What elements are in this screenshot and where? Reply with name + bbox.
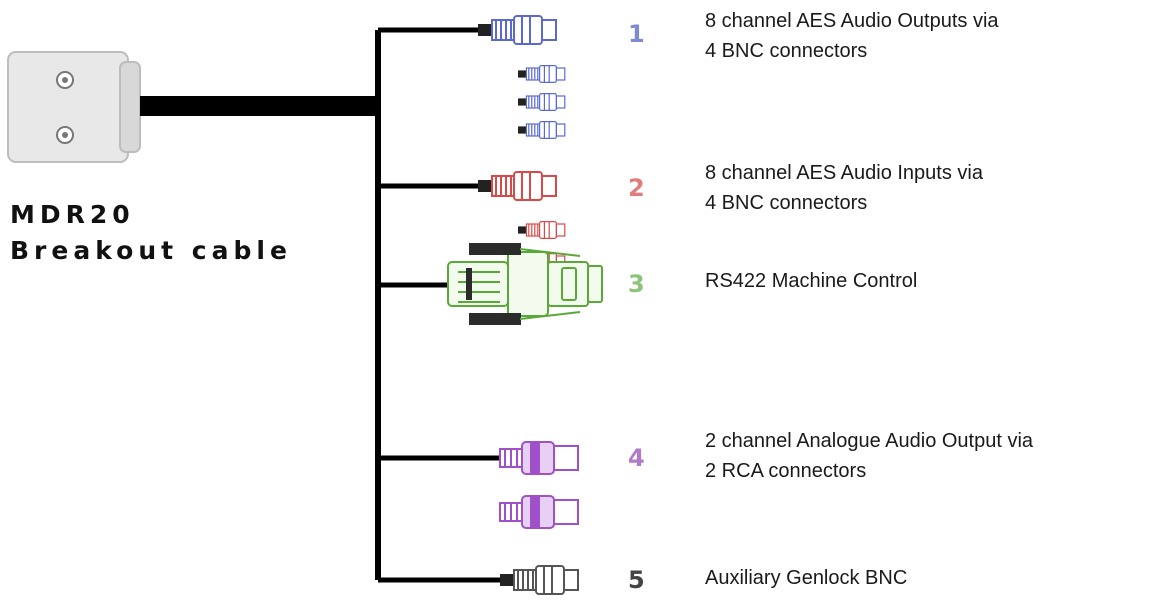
rs422-connector-icon xyxy=(447,243,603,325)
branch-desc-2-line1: 8 channel AES Audio Inputs via xyxy=(705,162,983,184)
rca-connectors-icon xyxy=(499,441,579,529)
rca-large-icon xyxy=(499,441,579,475)
branch-number-1: 1 xyxy=(628,20,645,48)
branch-desc-5-line1: Auxiliary Genlock BNC xyxy=(705,567,908,589)
branch-desc-4-line2: 2 RCA connectors xyxy=(705,460,867,482)
branch-desc-5: Auxiliary Genlock BNC xyxy=(705,563,907,593)
genlock-bnc-icon xyxy=(500,565,579,595)
cable-lines xyxy=(140,27,500,583)
branch-number-2: 2 xyxy=(628,174,645,202)
mdr20-plug-icon xyxy=(7,51,141,163)
branch-number-5: 5 xyxy=(628,566,645,594)
genlock-bnc-connector-icon xyxy=(500,565,579,595)
bnc-output-connectors-icon xyxy=(478,15,566,140)
bnc-output-small-icon xyxy=(518,64,566,84)
bnc-output-small-icon xyxy=(518,92,566,112)
branch-desc-2-line2: 4 BNC connectors xyxy=(705,192,868,214)
bnc-input-small-icon xyxy=(518,220,566,240)
branch-desc-4-line1: 2 channel Analogue Audio Output via xyxy=(705,430,1034,452)
branch-desc-1: 8 channel AES Audio Outputs via 4 BNC co… xyxy=(705,6,999,66)
plug-title-line1: MDR20 xyxy=(10,200,135,229)
bnc-output-large-icon xyxy=(478,15,557,45)
bnc-input-large-icon xyxy=(478,171,557,201)
branch-desc-4: 2 channel Analogue Audio Output via 2 RC… xyxy=(705,426,1033,486)
rca-second-icon xyxy=(499,495,579,529)
branch-desc-2: 8 channel AES Audio Inputs via 4 BNC con… xyxy=(705,158,983,218)
branch-number-4: 4 xyxy=(628,444,645,472)
branch-number-3: 3 xyxy=(628,270,645,298)
plug-title-line2: Breakout cable xyxy=(10,236,292,265)
branch-desc-1-line1: 8 channel AES Audio Outputs via xyxy=(705,10,999,32)
branch-desc-3-line1: RS422 Machine Control xyxy=(705,270,918,292)
branch-desc-1-line2: 4 BNC connectors xyxy=(705,40,868,62)
bnc-output-small-icon xyxy=(518,120,566,140)
branch-desc-3: RS422 Machine Control xyxy=(705,266,917,296)
